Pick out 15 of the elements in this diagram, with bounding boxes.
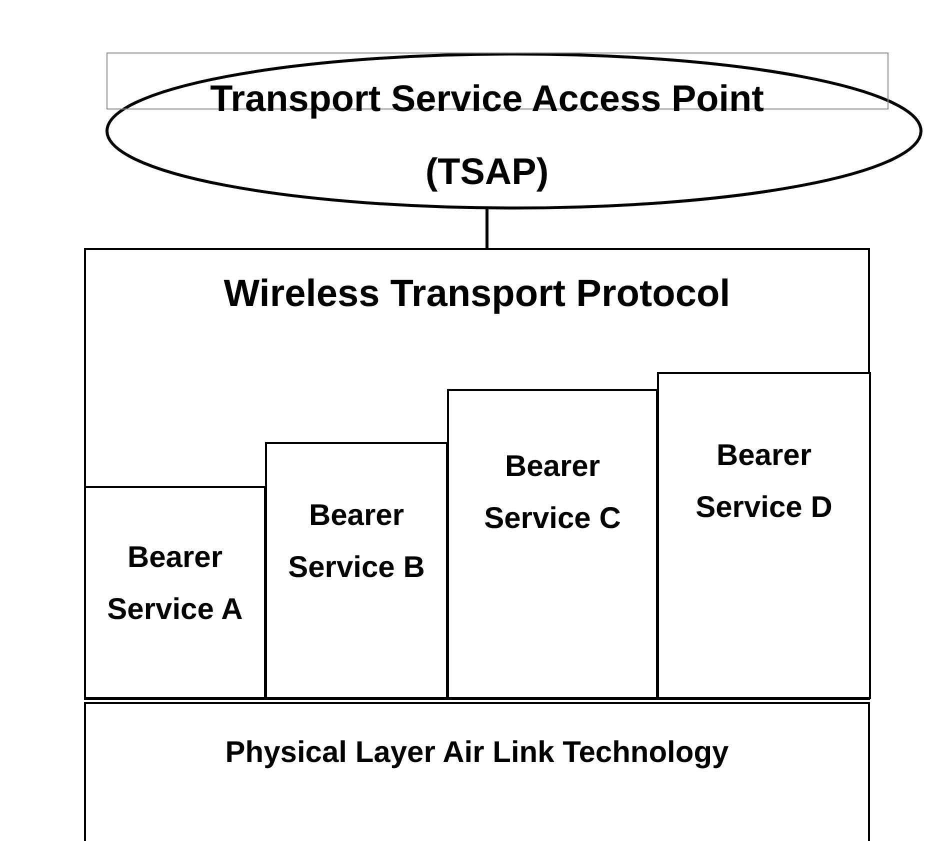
protocol-box <box>84 702 870 841</box>
ellipse-shape <box>105 52 923 210</box>
connector-line <box>486 209 488 248</box>
protocol-box <box>84 248 870 700</box>
box-label: Bearer Service C <box>483 449 622 537</box>
box-label: Bearer Service B <box>287 498 426 586</box>
layer-box <box>657 372 871 699</box>
box-label: Bearer Service A <box>106 540 244 628</box>
box-title: Physical Layer Air Link Technology <box>224 735 730 771</box>
layer-box <box>447 389 658 699</box>
box-title: Wireless Transport Protocol <box>222 272 732 317</box>
box-title: Transport Service Access Point (TSAP) <box>209 77 765 194</box>
layer-box <box>84 486 266 699</box>
box-label: Bearer Service D <box>694 438 834 526</box>
layer-box <box>265 442 448 699</box>
